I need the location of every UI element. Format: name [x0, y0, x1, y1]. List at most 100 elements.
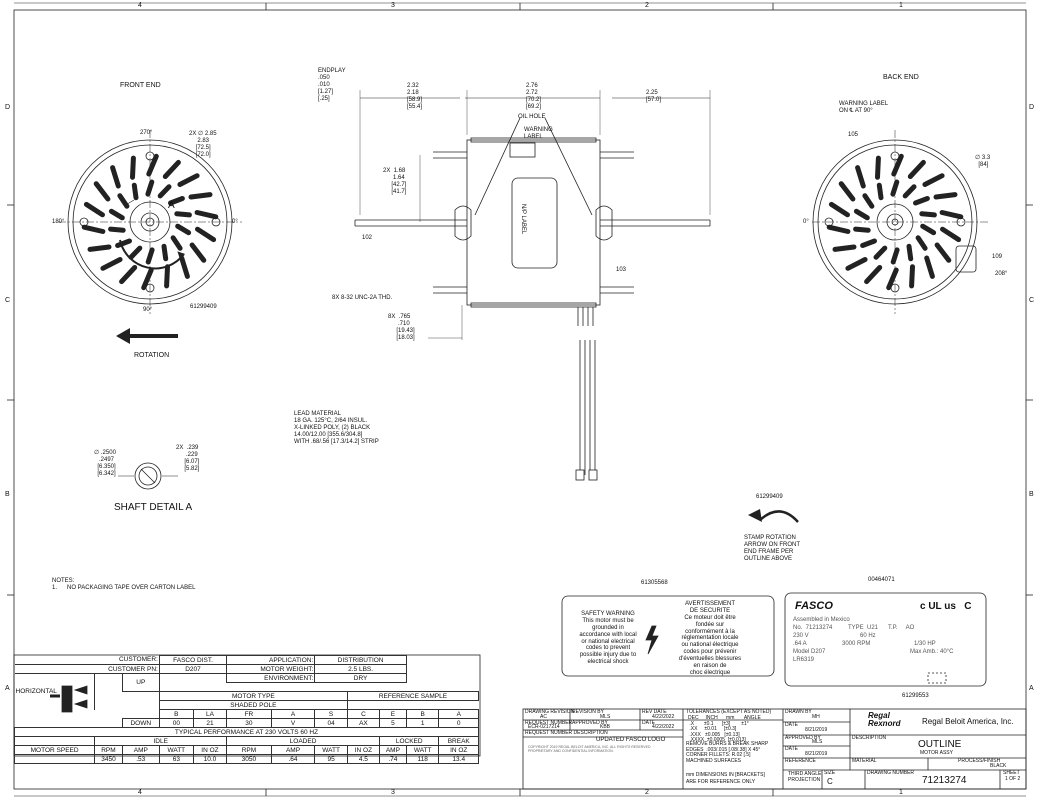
group-loaded: LOADED: [226, 736, 380, 746]
col-label-3: 3: [391, 2, 395, 9]
vent-slot: [174, 211, 192, 218]
back-end-label: BACK END: [883, 74, 919, 81]
company-logo: Regal Rexnord: [868, 711, 901, 728]
tb-description-label: REQUEST NUMBER DESCRIPTION: [525, 730, 608, 736]
vent-slot: [110, 165, 121, 189]
vent-slot: [860, 238, 877, 248]
perf-header-4: IN OZ: [192, 745, 228, 755]
nameplate-number: No. 71213274: [793, 625, 833, 631]
perf-value-2: .53: [121, 754, 160, 764]
dimension-2-76: 2.76 2.72 [70.2] [69.2]: [526, 83, 542, 110]
tb-reference-label: REFERENCE: [785, 758, 816, 764]
part-number-00464071: 00464071: [868, 577, 895, 583]
tb-date-label: DATE: [642, 720, 655, 726]
horizontal-label: HORIZONTAL: [14, 673, 96, 710]
perf-value-6: .64: [270, 754, 316, 764]
vent-slot: [188, 192, 213, 200]
nameplate-brand: FASCO: [795, 600, 833, 612]
vent-slot: [175, 223, 192, 236]
vent-slot: [939, 210, 964, 220]
performance-title: TYPICAL PERFORMANCE AT 230 VOLTS 60 HZ: [14, 727, 479, 737]
back-warning-label: WARNING LABEL ON ℄ AT 90°: [839, 101, 889, 114]
code-col-a: A: [270, 709, 316, 719]
vent-slot: [924, 255, 935, 279]
perf-header-1: RPM: [94, 745, 123, 755]
vent-slot: [145, 247, 155, 265]
row-label-c-right: C: [1029, 297, 1035, 304]
vent-slot: [922, 173, 945, 187]
shaft-flat-dim: 2X .239 .229 [6.07] [5.82]: [176, 445, 200, 472]
tb-sheet-label: SHEET: [1003, 770, 1020, 776]
back-angle-0: 0°: [803, 219, 809, 225]
vent-slot: [838, 181, 856, 202]
code-val-b: 00: [158, 718, 194, 728]
vent-slot: [920, 223, 937, 236]
tb-process-value: BLACK: [990, 763, 1007, 769]
vent-slot: [913, 196, 930, 206]
angle-0: 0°: [232, 219, 238, 225]
tb-drawing-number-label: DRAWING NUMBER: [867, 770, 915, 776]
vent-slot: [832, 244, 857, 252]
col-label-3-bottom: 3: [391, 789, 395, 796]
vent-slot: [890, 179, 900, 197]
dimension-1-68: 2X 1.68 1.64 [42.7] [41.7]: [383, 168, 407, 195]
tb-tolerance-rows: DEC INCH mm ANGLE .X ±0.1 [±3] ±1° .XX ±…: [688, 715, 761, 743]
shaft-detail-label: SHAFT DETAIL A: [114, 502, 193, 513]
vent-slot: [131, 182, 139, 201]
customer-performance-table: CUSTOMER: FASCO DIST. APPLICATION: DISTR…: [13, 655, 480, 764]
environment-label: ENVIRONMENT:: [226, 673, 316, 683]
vent-slot: [108, 226, 126, 233]
code-col-e: E: [378, 709, 407, 719]
tb-drawn-date-value: 8/21/2019: [805, 727, 828, 733]
tb-rev-date-label: REV DATE: [642, 709, 667, 715]
perf-value-10: 118: [405, 754, 440, 764]
row-label-a: A: [5, 685, 10, 692]
application-value: DISTRIBUTION: [314, 655, 407, 665]
row-label-c: C: [5, 297, 11, 304]
tb-reference-only: ARE FOR REFERENCE ONLY: [686, 779, 756, 785]
front-hole-dimension: 2X ∅ 2.85 2.83 [72.5] [72.0]: [189, 131, 217, 158]
vent-slot: [886, 267, 899, 291]
tb-drawn-by-value: MH: [812, 714, 820, 720]
tb-request-value: ECR-0217214: [528, 724, 560, 730]
back-end-view: [812, 130, 990, 314]
vent-slot: [189, 242, 207, 263]
nameplate-certification-marks: c UL us C: [920, 601, 972, 612]
tb-size-value: C: [827, 777, 833, 786]
tb-size-label: SIZE: [824, 770, 836, 776]
vent-slot: [915, 235, 928, 251]
vent-slot: [157, 184, 172, 199]
angle-270: 270°: [140, 130, 153, 136]
customer-pn-value: D207: [158, 664, 228, 674]
balloon-105: 105: [848, 132, 859, 138]
stamp-rotation-note: STAMP ROTATION ARROW ON FRONT END FRAME …: [744, 535, 800, 562]
stamp-part-number: 61299409: [756, 494, 783, 500]
vent-slot: [875, 155, 881, 180]
tb-tolerance-title: TOLERANCES (EXCEPT AS NOTED): [686, 709, 772, 715]
dimension-2-25: 2.25 [57.0]: [646, 90, 662, 103]
code-col-a2: A: [438, 709, 479, 719]
perf-value-1: 3450: [94, 754, 123, 764]
motor-type-label: MOTOR TYPE: [158, 691, 348, 701]
code-val-a2: 0: [438, 718, 479, 728]
code-val-e: 5: [378, 718, 407, 728]
perf-value-5: 3050: [226, 754, 272, 764]
nameplate-type: TYPE U21: [848, 625, 879, 631]
vent-slot: [81, 224, 106, 234]
customer-value: FASCO DIST.: [158, 655, 228, 665]
perf-header-7: WATT: [314, 745, 348, 755]
nameplate-box: [784, 592, 987, 687]
vent-slot: [853, 208, 870, 221]
vent-slot: [128, 245, 143, 260]
vent-slot: [862, 193, 875, 209]
tb-burrs-note: REMOVE BURRS & BREAK SHARP EDGES .003/.0…: [686, 741, 769, 764]
nameplate-hp: 1/30 HP: [914, 641, 936, 647]
code-col-b: B: [158, 709, 194, 719]
perf-value-0: [13, 754, 96, 764]
vent-slot: [845, 257, 868, 271]
perf-header-0: MOTOR SPEED: [13, 745, 96, 755]
tb-revision-by-value: MLS: [600, 714, 611, 720]
